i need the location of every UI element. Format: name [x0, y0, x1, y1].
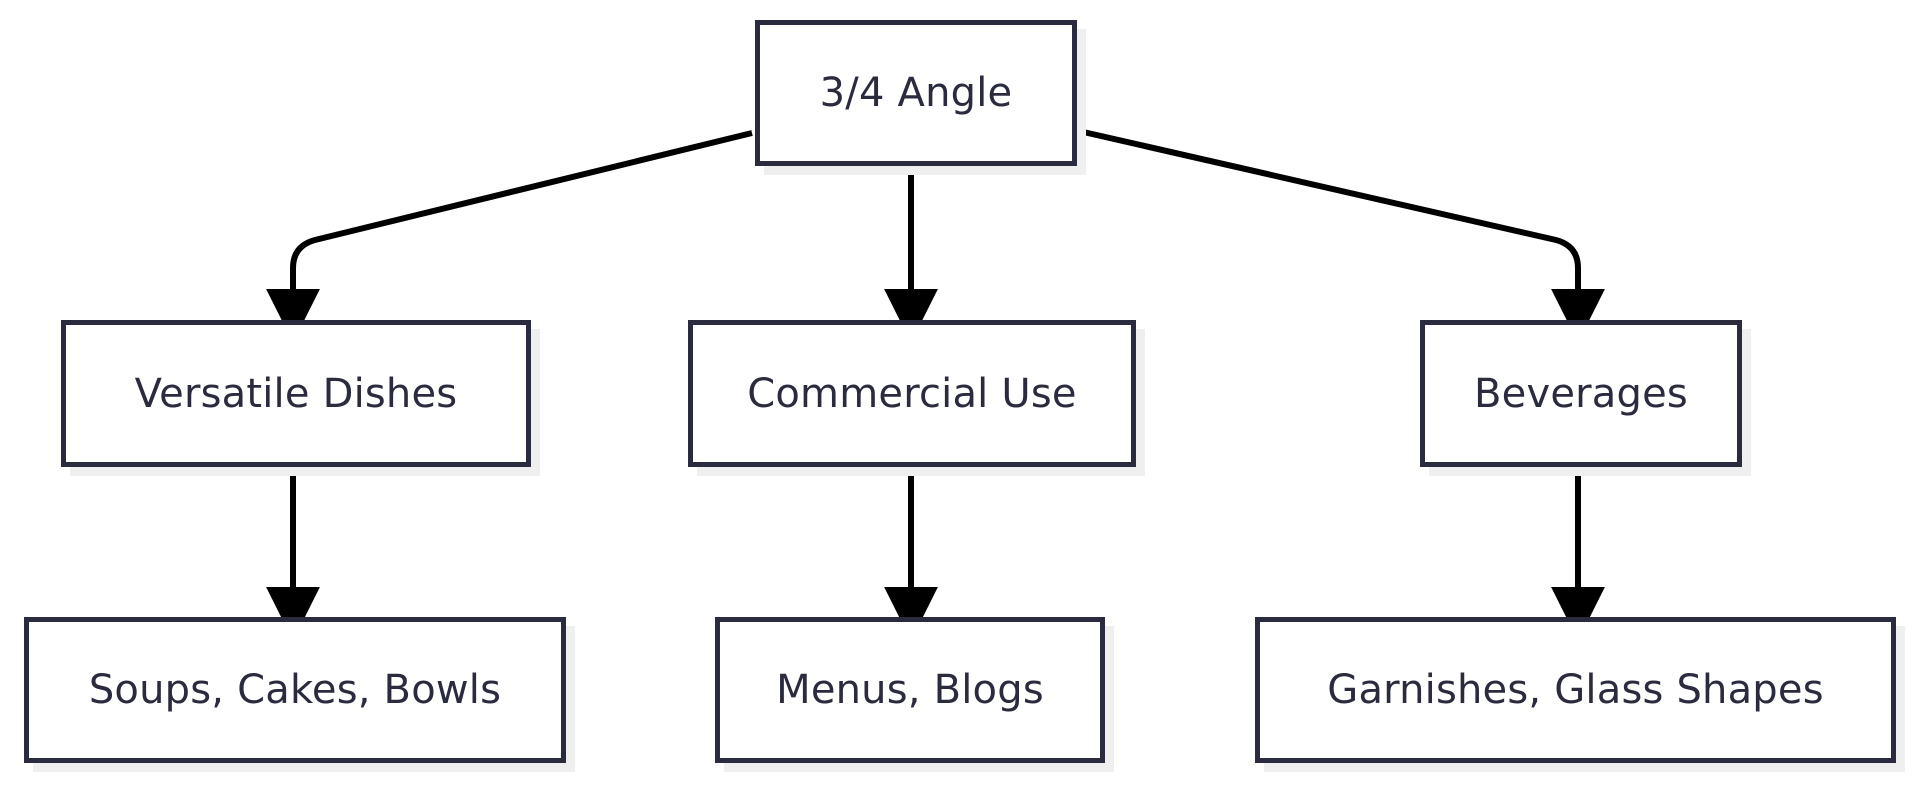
- node-menus-blogs[interactable]: Menus, Blogs: [715, 617, 1105, 763]
- node-garnishes-glass-shapes[interactable]: Garnishes, Glass Shapes: [1255, 617, 1896, 763]
- node-root[interactable]: 3/4 Angle: [755, 20, 1077, 166]
- node-versatile-dishes-label: Versatile Dishes: [134, 370, 458, 417]
- edge-root-to-beverages: [1078, 128, 1605, 343]
- edge-root-to-versatile-dishes: [266, 130, 753, 343]
- node-commercial-use[interactable]: Commercial Use: [688, 320, 1136, 467]
- node-menus-blogs-label: Menus, Blogs: [776, 667, 1044, 713]
- node-garnishes-glass-shapes-label: Garnishes, Glass Shapes: [1327, 667, 1824, 713]
- node-versatile-dishes[interactable]: Versatile Dishes: [61, 320, 531, 467]
- node-beverages[interactable]: Beverages: [1420, 320, 1742, 467]
- node-soups-cakes-bowls-label: Soups, Cakes, Bowls: [88, 667, 502, 713]
- node-soups-cakes-bowls[interactable]: Soups, Cakes, Bowls: [24, 617, 566, 763]
- node-beverages-label: Beverages: [1474, 370, 1688, 417]
- node-commercial-use-label: Commercial Use: [747, 370, 1077, 417]
- node-root-label: 3/4 Angle: [819, 70, 1013, 116]
